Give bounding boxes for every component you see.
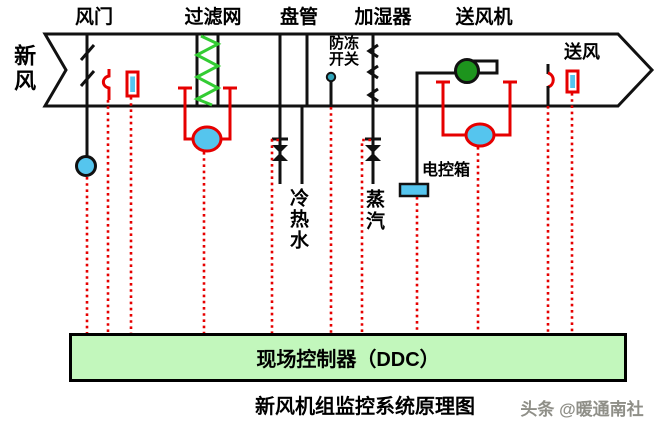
filter-label: 过滤网 <box>184 7 242 28</box>
fresh-air-humidity-sensor-icon <box>125 70 140 98</box>
ddc-controller-box: 现场控制器（DDC） <box>69 333 627 382</box>
humidifier-spray-icon <box>366 43 379 103</box>
fan-power-line <box>415 71 458 184</box>
steam-label: 蒸汽 <box>362 189 384 233</box>
damper-actuator-icon <box>75 155 97 177</box>
antifreeze-switch-label: 防冻 开关 <box>328 35 360 68</box>
ddc-signal-lines <box>85 93 574 345</box>
chilled-hot-water-label: 冷热水 <box>286 188 308 251</box>
damper-blade-tick <box>79 44 96 61</box>
filter-dp-sensor-icon <box>178 86 237 153</box>
supply-air-label: 送风 <box>564 42 600 62</box>
fresh-air-temp-sensor-icon <box>101 69 111 100</box>
damper-label: 风门 <box>74 7 114 28</box>
supply-air-humidity-sensor-icon <box>565 69 580 94</box>
coil-label: 盘管 <box>279 7 319 28</box>
damper-blade-tick <box>79 70 96 87</box>
electric-control-box-label: 电控箱 <box>421 162 471 179</box>
supply-fan-icon <box>454 58 499 84</box>
fan-dp-sensor-icon <box>436 80 517 148</box>
supply-fan-label: 送风机 <box>455 7 513 28</box>
fresh-air-label: 新风 <box>11 44 37 94</box>
signal-water-valve <box>270 138 279 345</box>
electric-control-box-icon <box>398 182 430 198</box>
ddc-controller-label: 现场控制器（DDC） <box>256 349 440 371</box>
diagram-caption: 新风机组监控系统原理图 <box>255 396 475 418</box>
watermark-text: 头条 @暖通南社 <box>520 400 644 419</box>
steam-valve-icon <box>365 137 381 161</box>
supply-air-temp-sensor-icon <box>546 64 555 105</box>
damper-symbol <box>79 34 96 157</box>
section-partitions <box>195 35 375 105</box>
filter-mesh-icon <box>193 34 222 107</box>
water-valve-icon <box>272 137 288 161</box>
signal-steam-valve <box>360 138 371 345</box>
antifreeze-switch-icon <box>325 71 337 106</box>
humidifier-label: 加湿器 <box>354 7 412 28</box>
